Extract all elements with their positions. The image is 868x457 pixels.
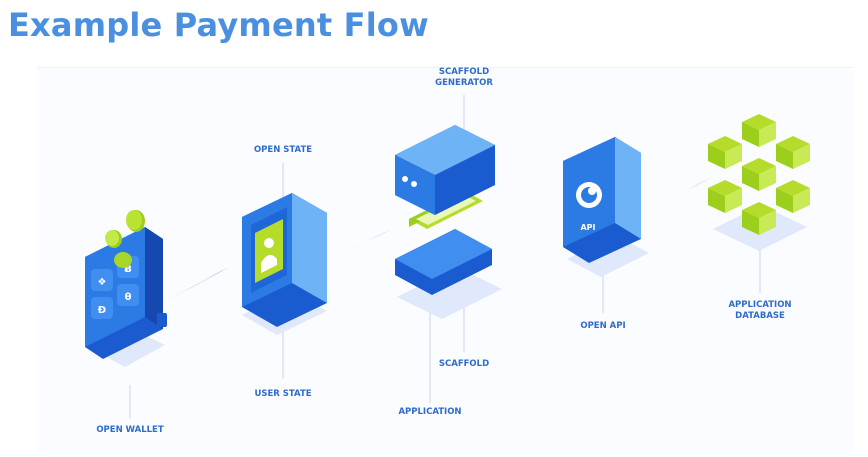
label-user-state: USER STATE bbox=[254, 389, 312, 399]
label-scaffold: SCAFFOLD bbox=[438, 359, 490, 369]
label-application: APPLICATION bbox=[398, 407, 462, 417]
label-open-api: OPEN API bbox=[580, 321, 626, 331]
label-application-database: APPLICATION DATABASE bbox=[728, 300, 792, 321]
diagram-canvas: ❖ Ƀ Đ θ bbox=[37, 67, 853, 453]
database-cubes bbox=[708, 114, 810, 235]
coin-symbol: Đ bbox=[98, 305, 106, 316]
user-icon bbox=[261, 238, 277, 273]
coin-symbol: θ bbox=[125, 292, 132, 303]
label-open-wallet: OPEN WALLET bbox=[96, 425, 164, 435]
scaffold-illustration bbox=[395, 125, 502, 319]
application-database-illustration bbox=[708, 114, 810, 251]
page-title: Example Payment Flow bbox=[8, 6, 429, 44]
coin-symbol: Ƀ bbox=[124, 264, 132, 275]
flow-connector-1 bbox=[163, 267, 229, 302]
coin-symbol: ❖ bbox=[98, 277, 107, 288]
green-coins bbox=[105, 210, 145, 268]
label-open-state: OPEN STATE bbox=[253, 145, 313, 155]
label-scaffold-generator: SCAFFOLD GENERATOR bbox=[435, 67, 493, 88]
open-wallet-illustration: ❖ Ƀ Đ θ bbox=[85, 210, 167, 367]
api-badge: API bbox=[580, 223, 595, 232]
api-icon: API bbox=[576, 182, 602, 232]
payment-flow-diagram: ❖ Ƀ Đ θ bbox=[37, 67, 853, 453]
open-api-illustration: API bbox=[563, 137, 649, 277]
user-state-illustration bbox=[242, 193, 327, 335]
flow-connector-2 bbox=[325, 229, 392, 262]
flow-connector-4 bbox=[649, 177, 712, 209]
